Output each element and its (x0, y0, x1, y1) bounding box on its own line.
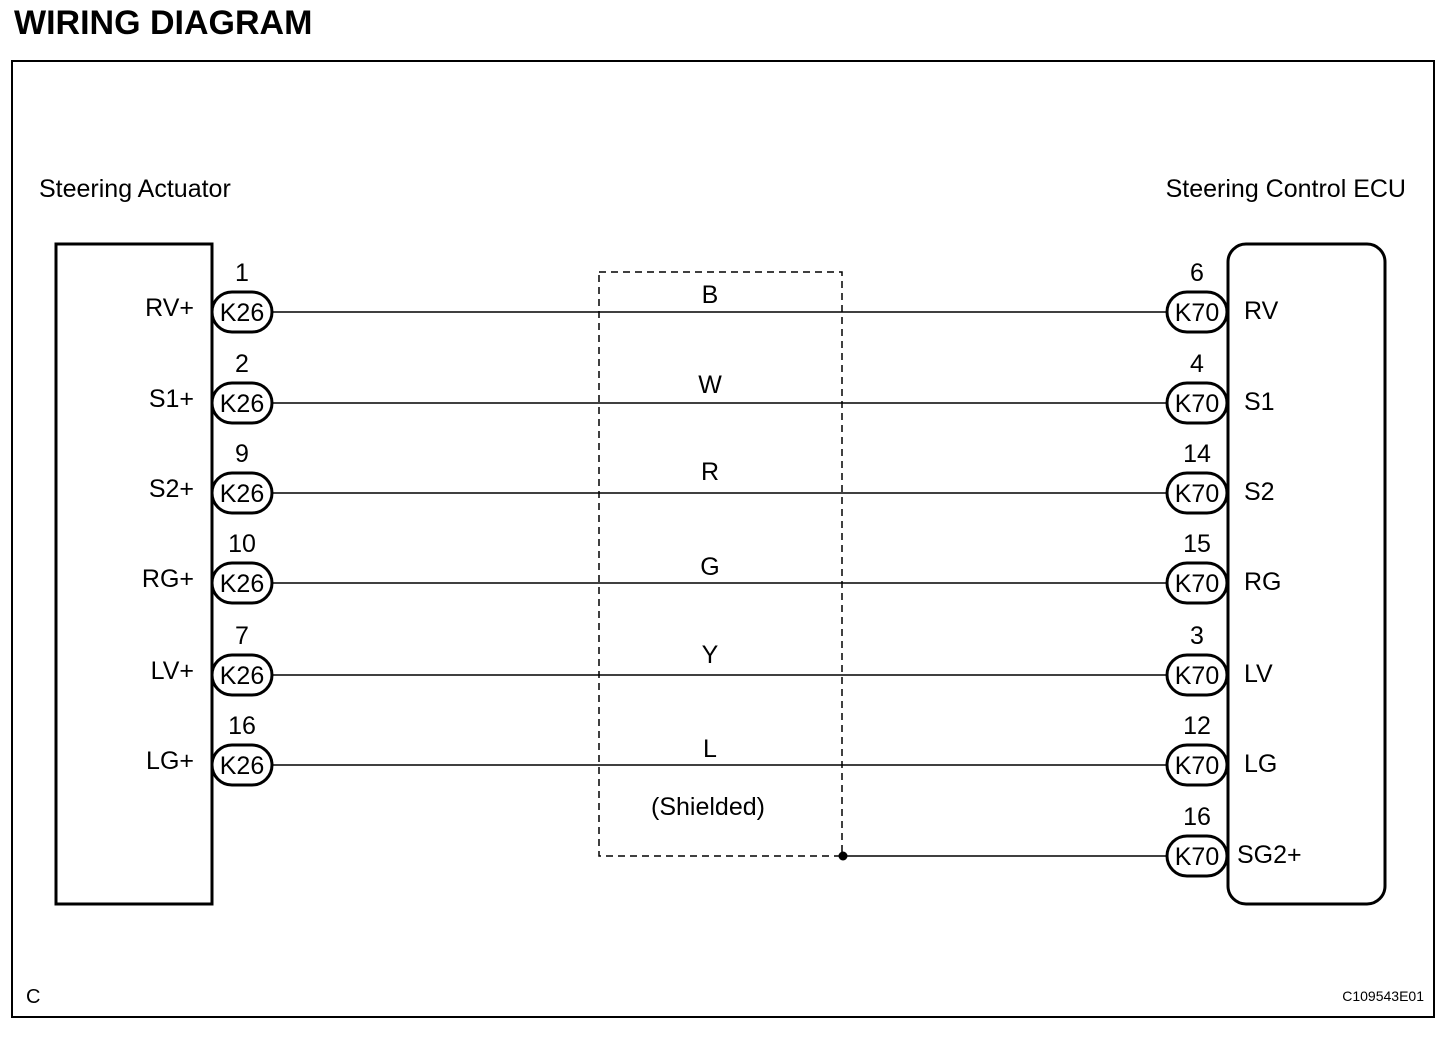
left-terminal-label: RG+ (142, 565, 194, 593)
wire-color-code: W (698, 371, 722, 399)
steering-ecu-box (1226, 242, 1387, 906)
left-connector-label: K26 (220, 570, 264, 598)
wire-color-code: Y (702, 641, 719, 669)
left-connector-label: K26 (220, 480, 264, 508)
figure-id: C109543E01 (1342, 988, 1424, 1004)
right-pin-number: 15 (1183, 530, 1211, 558)
right-connector-label: K70 (1175, 299, 1219, 327)
wire-color-code: G (700, 553, 719, 581)
diagram-frame (11, 60, 1435, 1018)
shield-connector-outline (1165, 834, 1229, 878)
left-connector-label: K26 (220, 752, 264, 780)
shield-label: (Shielded) (651, 793, 765, 821)
shield-connector: K70 (1165, 834, 1229, 878)
shield-connector-label: K70 (1175, 843, 1219, 871)
left-component-name: Steering Actuator (39, 175, 231, 203)
right-terminal-label: S2 (1244, 478, 1275, 506)
right-pin-number: 4 (1190, 350, 1204, 378)
right-connector-outline (1165, 290, 1229, 334)
left-connector: K26 (210, 471, 274, 515)
wire-color-code: R (701, 458, 719, 486)
left-terminal-label: LG+ (146, 747, 194, 775)
right-terminal-label: LV (1244, 660, 1273, 688)
right-connector: K70 (1165, 743, 1229, 787)
left-connector: K26 (210, 561, 274, 605)
left-terminal-label: S1+ (149, 385, 194, 413)
shield-box (598, 271, 843, 857)
right-connector-label: K70 (1175, 390, 1219, 418)
left-pin-number: 7 (235, 622, 249, 650)
left-pin-number: 9 (235, 440, 249, 468)
wire-color-code: L (703, 735, 717, 763)
right-connector: K70 (1165, 561, 1229, 605)
shield-terminal-label: SG2+ (1237, 841, 1302, 869)
right-component-name: Steering Control ECU (1166, 175, 1406, 203)
wire-color-code: B (702, 281, 719, 309)
right-connector-label: K70 (1175, 662, 1219, 690)
right-pin-number: 6 (1190, 259, 1204, 287)
right-connector-label: K70 (1175, 752, 1219, 780)
right-connector-outline (1165, 471, 1229, 515)
left-connector-outline (210, 290, 274, 334)
right-terminal-label: RV (1244, 297, 1279, 325)
right-terminal-label: LG (1244, 750, 1277, 778)
left-terminal-label: LV+ (151, 657, 194, 685)
left-terminal-label: S2+ (149, 475, 194, 503)
right-connector-outline (1165, 561, 1229, 605)
left-pin-number: 2 (235, 350, 249, 378)
left-connector-label: K26 (220, 299, 264, 327)
right-connector-label: K70 (1175, 570, 1219, 598)
left-connector-outline (210, 743, 274, 787)
right-connector: K70 (1165, 471, 1229, 515)
right-connector-outline (1165, 743, 1229, 787)
right-connector: K70 (1165, 290, 1229, 334)
right-connector: K70 (1165, 653, 1229, 697)
left-connector-label: K26 (220, 662, 264, 690)
left-pin-number: 10 (228, 530, 256, 558)
right-pin-number: 3 (1190, 622, 1204, 650)
diagram-title: WIRING DIAGRAM (14, 4, 312, 42)
right-pin-number: 12 (1183, 712, 1211, 740)
left-connector-outline (210, 561, 274, 605)
left-connector: K26 (210, 381, 274, 425)
steering-actuator-box (54, 242, 214, 906)
left-pin-number: 16 (228, 712, 256, 740)
right-terminal-label: RG (1244, 568, 1282, 596)
left-pin-number: 1 (235, 259, 249, 287)
shield-junction-dot (838, 851, 848, 861)
left-connector-label: K26 (220, 390, 264, 418)
right-connector-outline (1165, 653, 1229, 697)
left-connector: K26 (210, 743, 274, 787)
left-connector-outline (210, 471, 274, 515)
right-connector-outline (1165, 381, 1229, 425)
right-connector-label: K70 (1175, 480, 1219, 508)
left-connector-outline (210, 381, 274, 425)
left-connector: K26 (210, 653, 274, 697)
left-terminal-label: RV+ (145, 294, 194, 322)
right-terminal-label: S1 (1244, 388, 1275, 416)
left-connector-outline (210, 653, 274, 697)
right-connector: K70 (1165, 381, 1229, 425)
footer-code: C (26, 986, 40, 1008)
right-pin-number: 14 (1183, 440, 1211, 468)
shield-pin-number: 16 (1183, 803, 1211, 831)
left-connector: K26 (210, 290, 274, 334)
